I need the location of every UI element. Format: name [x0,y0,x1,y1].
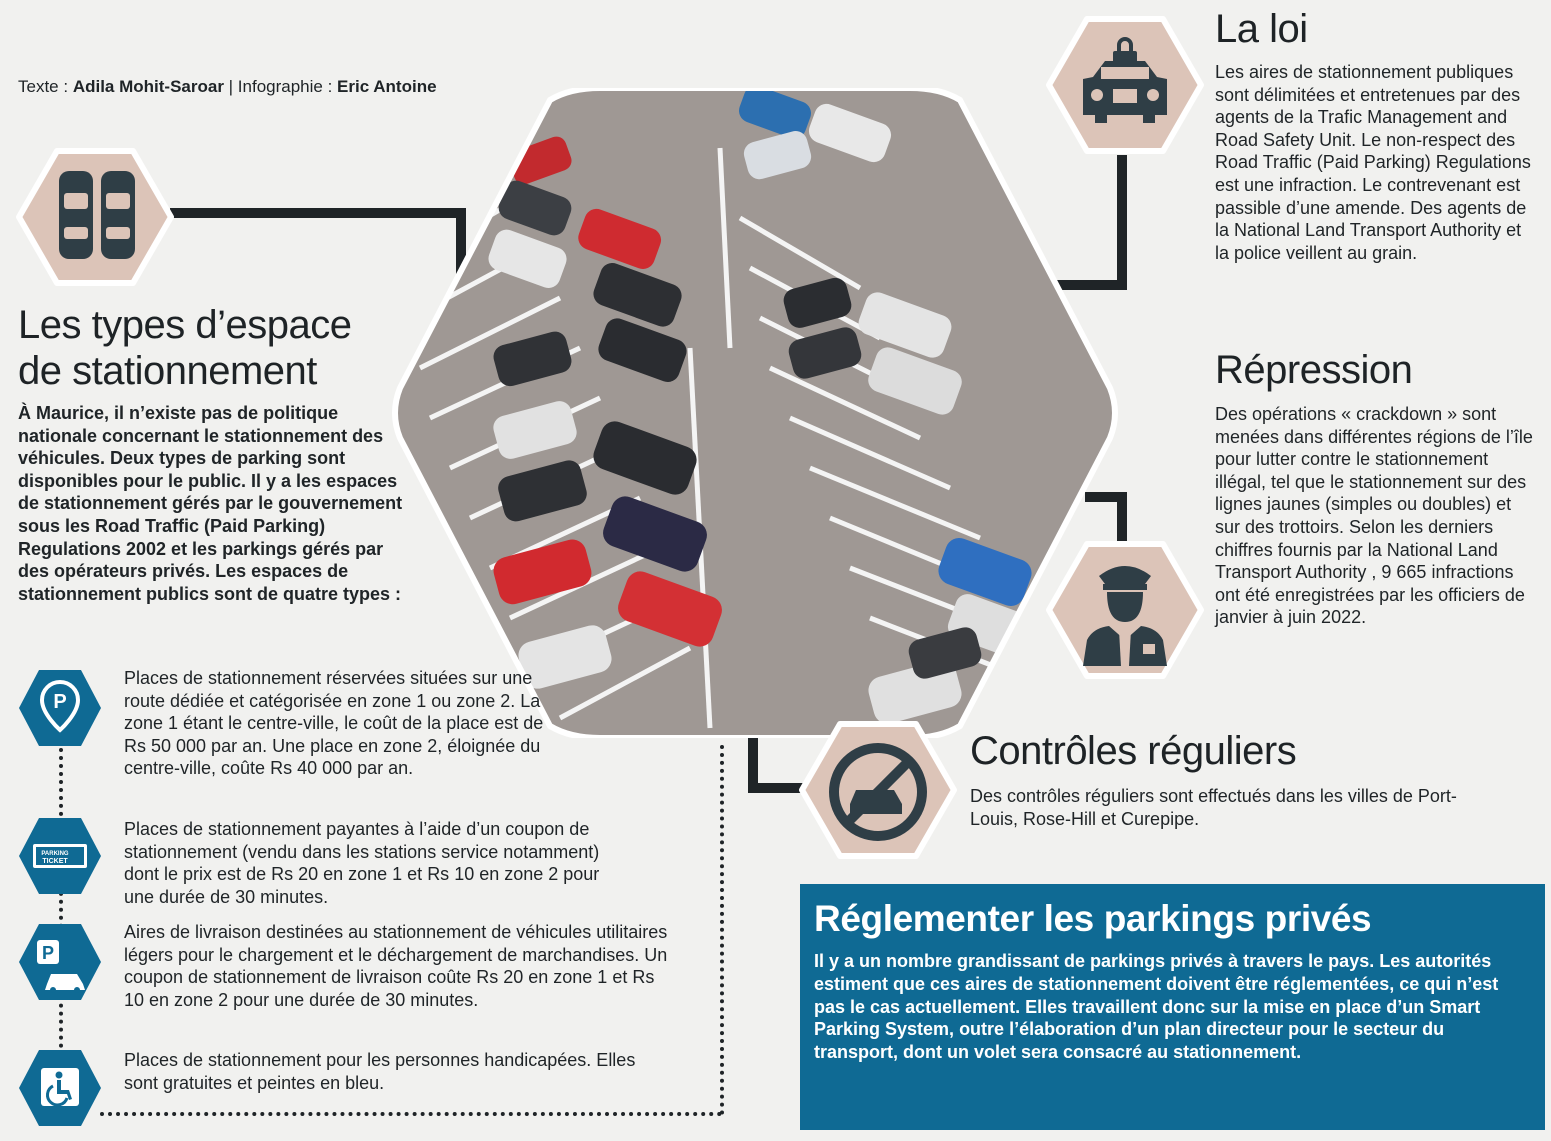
byline: Texte : Adila Mohit-Saroar | Infographie… [18,77,437,96]
repression-text: Des opérations « crackdown » sont menées… [1215,404,1533,628]
parking-ticket-icon: PARKING TICKET [19,818,101,894]
repression-title: Répression [1215,348,1413,392]
dotted-connector [720,745,724,1115]
types-title: Les types d’espace de stationnement [18,303,352,393]
private-parking-box: Réglementer les parkings privés Il y a u… [800,884,1545,1130]
dotted-connector [100,1112,722,1116]
connector-line [170,208,466,218]
type-item-1: Places de stationnement réservées située… [124,668,544,779]
parking-lot-photo [392,88,1118,738]
delivery-parking-icon: P [19,924,101,1000]
connector-line [748,783,808,793]
svg-text:TICKET: TICKET [42,858,68,865]
loi-text: Les aires de stationnement publiques son… [1215,62,1531,263]
types-intro: À Maurice, il n’existe pas de politique … [18,403,403,604]
connector-line [1030,280,1127,290]
connector-line [456,208,466,278]
svg-text:P: P [53,691,66,713]
type-item-4: Places de stationnement pour les personn… [124,1050,636,1093]
dotted-connector [59,748,63,1088]
controles-text: Des contrôles réguliers sont effectués d… [970,786,1457,829]
police-officer-icon [1046,541,1204,679]
wheelchair-icon [19,1050,101,1126]
parking-pin-icon: P [19,670,101,746]
connector-line [1117,492,1127,544]
svg-text:P: P [42,943,54,963]
type-item-3: Aires de livraison destinées au stationn… [124,922,668,1010]
type-item-2: Places de stationnement payantes à l’aid… [124,819,600,907]
svg-text:PARKING: PARKING [41,851,69,857]
no-parking-icon [799,721,957,859]
connector-line [1117,155,1127,290]
two-cars-icon [16,148,174,286]
private-parking-title: Réglementer les parkings privés [814,898,1372,939]
locked-car-icon [1046,16,1204,154]
loi-title: La loi [1215,7,1308,51]
connector-line [1085,492,1127,502]
controles-title: Contrôles réguliers [970,729,1297,773]
connector-line [748,738,758,793]
private-parking-text: Il y a un nombre grandissant de parkings… [814,951,1499,1063]
